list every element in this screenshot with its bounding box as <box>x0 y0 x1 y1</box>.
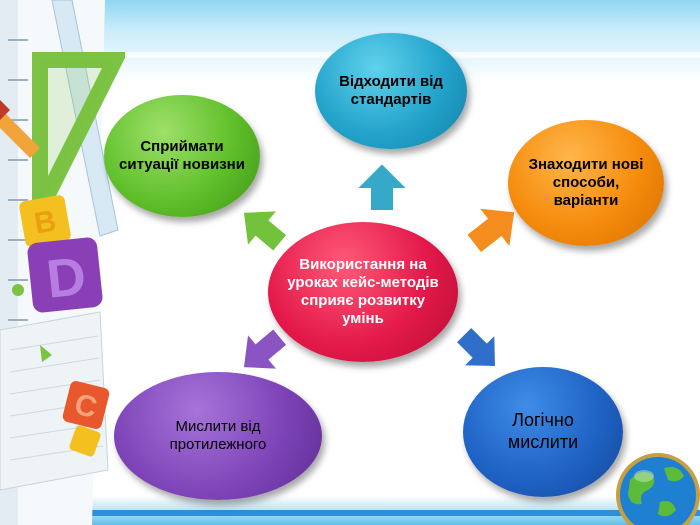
arrow-down-left <box>241 326 289 371</box>
arrow-down-right <box>454 325 497 368</box>
node-top-left: Сприймати ситуації новизни <box>104 95 260 217</box>
bottom-banner-stripe <box>0 510 700 516</box>
node-top-right-label: Знаходити нові способи, варіанти <box>528 156 644 209</box>
node-bottom-left: Мислити від протилежного <box>114 372 322 500</box>
node-bottom-right: Логічно мислити <box>463 367 623 497</box>
node-top-right: Знаходити нові способи, варіанти <box>508 120 664 246</box>
arrow-up-left <box>241 209 289 254</box>
arrow-up <box>353 161 411 212</box>
school-supplies-decoration: B D C <box>0 0 125 525</box>
node-center: Використання на уроках кейс-методів спри… <box>268 222 458 362</box>
node-top-label: Відходити від стандартів <box>339 73 443 108</box>
node-top-left-label: Сприймати ситуації новизни <box>119 138 245 173</box>
arrow-up-right <box>464 206 517 255</box>
node-bottom-left-label: Мислити від протилежного <box>169 418 267 453</box>
node-top: Відходити від стандартів <box>315 33 467 149</box>
ruler-and-triangle-icon <box>32 0 125 237</box>
node-center-label: Використання на уроках кейс-методів спри… <box>287 256 439 327</box>
globe-icon <box>616 453 700 525</box>
svg-text:D: D <box>44 246 89 310</box>
node-bottom-right-label: Логічно мислити <box>507 410 579 452</box>
